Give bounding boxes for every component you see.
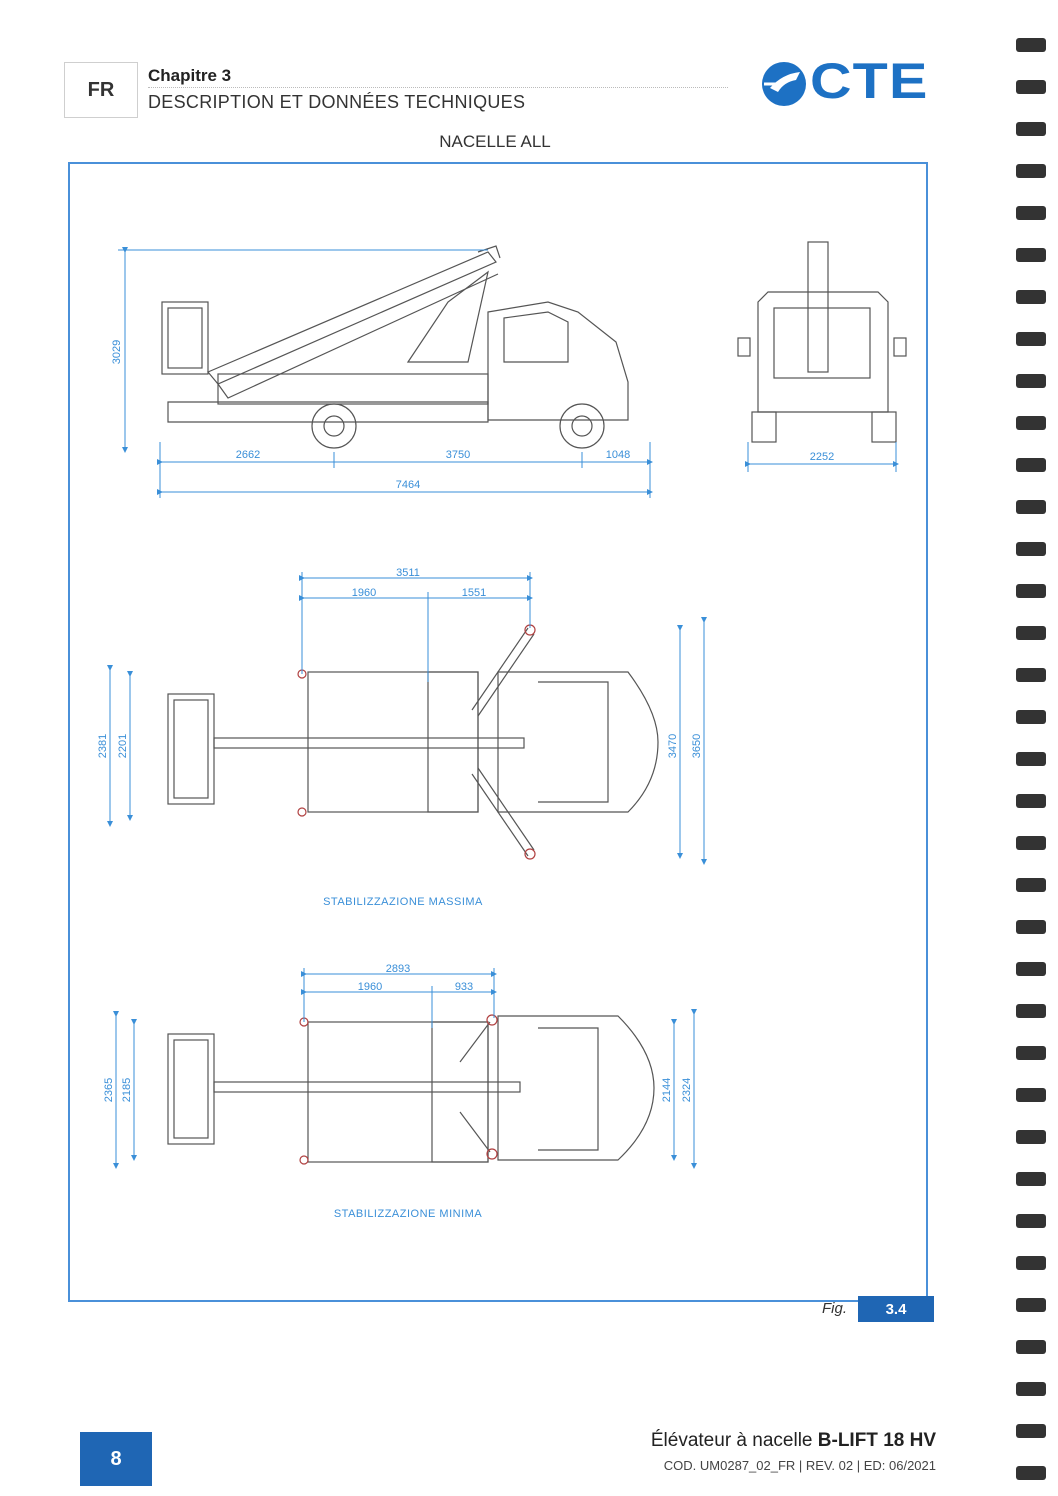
- document-code: COD. UM0287_02_FR | REV. 02 | ED: 06/202…: [663, 1458, 936, 1473]
- product-name: B-LIFT 18 HV: [817, 1430, 936, 1451]
- binding-ring: [1016, 164, 1046, 178]
- dim-min-total: 2893: [386, 963, 410, 975]
- spiral-binding-icon: [1016, 38, 1046, 1480]
- dim-min-right-inner: 2144: [661, 1078, 673, 1102]
- dim-max-b: 1551: [462, 587, 486, 599]
- binding-ring: [1016, 374, 1046, 388]
- top-view-min-dimensions: [113, 968, 697, 1169]
- figure-number: 3.4: [858, 1296, 934, 1322]
- dim-total-length: 7464: [396, 479, 420, 491]
- binding-ring: [1016, 1466, 1046, 1480]
- section-title: NACELLE ALL: [439, 132, 551, 151]
- dim-height: 3029: [111, 340, 123, 364]
- dim-front-width: 2252: [810, 451, 834, 463]
- binding-ring: [1016, 122, 1046, 136]
- binding-ring: [1016, 1172, 1046, 1186]
- binding-ring: [1016, 416, 1046, 430]
- binding-ring: [1016, 500, 1046, 514]
- dim-min-left-inner: 2185: [121, 1078, 133, 1102]
- figure-frame: [68, 162, 928, 1302]
- binding-ring: [1016, 1298, 1046, 1312]
- dim-max-right-inner: 3470: [667, 734, 679, 758]
- side-view: [161, 245, 629, 449]
- binding-ring: [1016, 290, 1046, 304]
- dim-wheelbase: 3750: [446, 449, 470, 461]
- binding-ring: [1016, 80, 1046, 94]
- binding-ring: [1016, 794, 1046, 808]
- dim-max-right-outer: 3650: [691, 734, 703, 758]
- binding-ring: [1016, 1130, 1046, 1144]
- binding-ring: [1016, 1382, 1046, 1396]
- dim-min-left-outer: 2365: [103, 1078, 115, 1102]
- binding-ring: [1016, 878, 1046, 892]
- binding-ring: [1016, 752, 1046, 766]
- product-prefix: Élévateur à nacelle: [650, 1430, 813, 1451]
- chapter-title: DESCRIPTION ET DONNÉES TECHNIQUES: [148, 92, 526, 112]
- binding-ring: [1016, 1424, 1046, 1438]
- binding-ring: [1016, 248, 1046, 262]
- caption-max: STABILIZZAZIONE MASSIMA: [323, 896, 483, 908]
- dim-max-total: 3511: [396, 567, 420, 579]
- binding-ring: [1016, 962, 1046, 976]
- dim-max-left-inner: 2201: [117, 734, 129, 758]
- brand-logo-icon: [762, 62, 806, 106]
- chapter-label: Chapitre 3: [148, 66, 232, 85]
- dim-max-a: 1960: [352, 587, 376, 599]
- dim-min-right-outer: 2324: [681, 1078, 693, 1102]
- front-view: [737, 241, 907, 443]
- binding-ring: [1016, 38, 1046, 52]
- front-view-dimensions: [745, 442, 899, 472]
- technical-drawing: 3029 2662 3750 1048 7464 2252: [97, 241, 907, 1220]
- binding-ring: [1016, 1046, 1046, 1060]
- binding-ring: [1016, 626, 1046, 640]
- binding-ring: [1016, 668, 1046, 682]
- top-view-max-dimensions: [107, 572, 707, 865]
- binding-ring: [1016, 1004, 1046, 1018]
- brand-name: CTE: [810, 53, 929, 109]
- binding-ring: [1016, 542, 1046, 556]
- binding-ring: [1016, 458, 1046, 472]
- binding-ring: [1016, 1340, 1046, 1354]
- binding-ring: [1016, 206, 1046, 220]
- header-divider: [148, 87, 728, 88]
- dim-max-left-outer: 2381: [97, 734, 109, 758]
- figure-label: Fig.: [822, 1300, 848, 1317]
- binding-ring: [1016, 836, 1046, 850]
- binding-ring: [1016, 710, 1046, 724]
- top-view-min: [167, 1014, 655, 1165]
- side-view-dimensions: [118, 247, 653, 498]
- top-view-max: [167, 624, 659, 860]
- binding-ring: [1016, 584, 1046, 598]
- page-number: 8: [80, 1432, 152, 1486]
- dim-front: 1048: [606, 449, 630, 461]
- dim-rear: 2662: [236, 449, 260, 461]
- dim-min-b: 933: [455, 981, 473, 993]
- language-badge: FR: [64, 62, 138, 118]
- binding-ring: [1016, 332, 1046, 346]
- caption-min: STABILIZZAZIONE MINIMA: [334, 1208, 482, 1220]
- product-title: Élévateur à nacelle B-LIFT 18 HV: [651, 1430, 936, 1452]
- dim-min-a: 1960: [358, 981, 382, 993]
- binding-ring: [1016, 1256, 1046, 1270]
- binding-ring: [1016, 920, 1046, 934]
- binding-ring: [1016, 1088, 1046, 1102]
- binding-ring: [1016, 1214, 1046, 1228]
